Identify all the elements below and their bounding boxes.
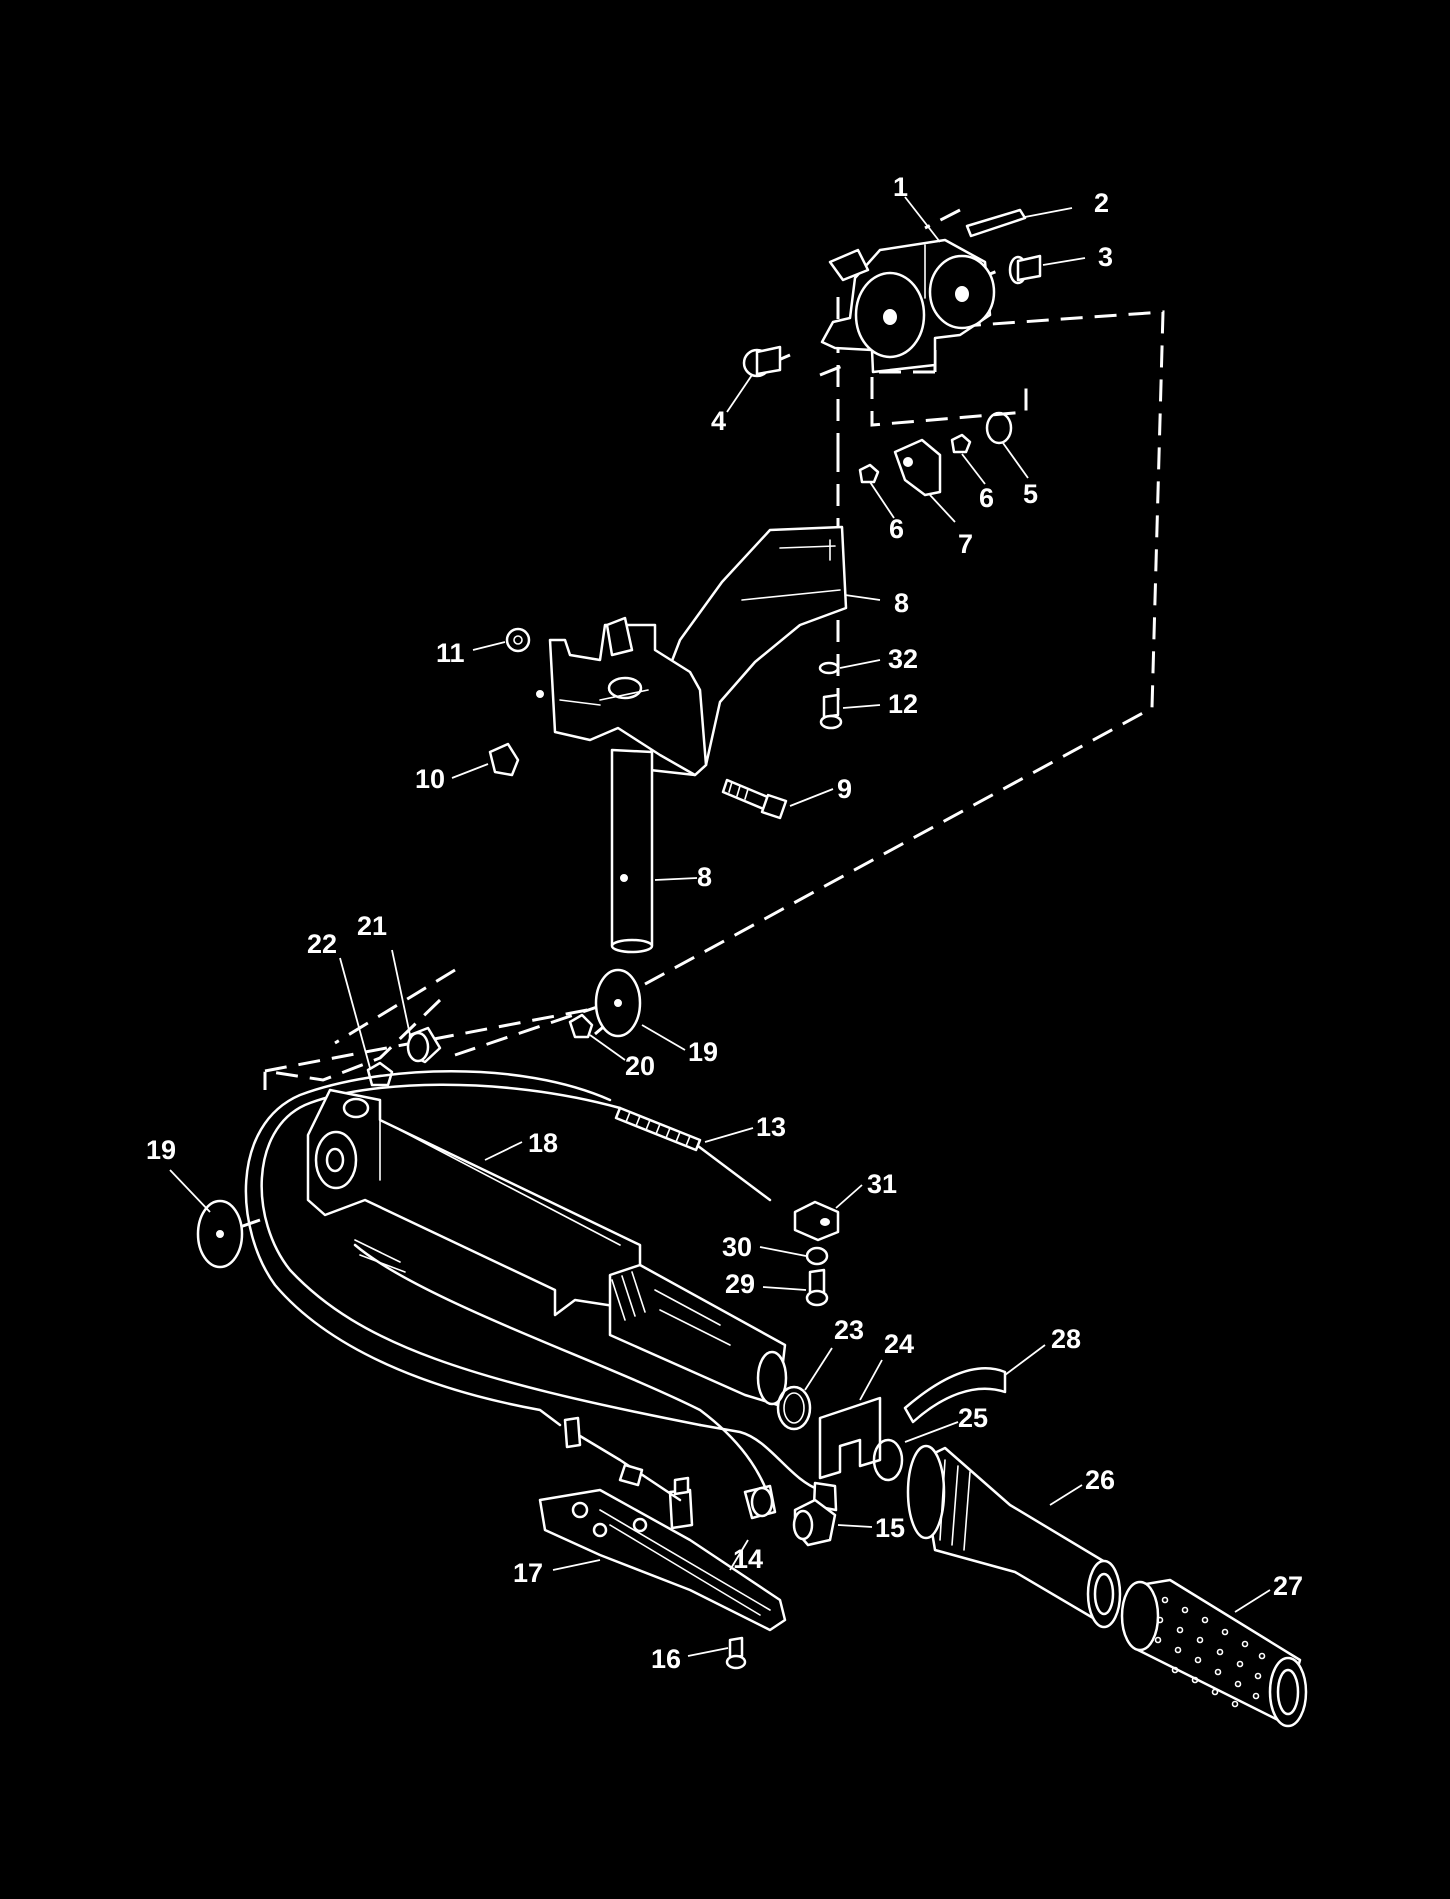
callout-2: 2 — [1094, 188, 1109, 218]
part-25-ring — [872, 1438, 904, 1482]
part-23-o-ring — [776, 1385, 812, 1431]
part-13-cable-spring — [614, 1106, 772, 1202]
callout-8-shaft: 8 — [697, 862, 712, 892]
callout-4: 4 — [711, 406, 726, 436]
part-30-nut — [805, 1246, 829, 1266]
part-3-bolt — [1008, 254, 1042, 285]
part-19-washer-upper — [594, 968, 642, 1038]
callout-30: 30 — [722, 1232, 752, 1262]
callout-28: 28 — [1051, 1324, 1081, 1354]
part-26-throttle-grip — [906, 1444, 1122, 1629]
callout-13: 13 — [756, 1112, 786, 1142]
callout-16: 16 — [651, 1644, 681, 1674]
part-20-nut — [568, 1013, 594, 1039]
part-16-screw — [725, 1636, 747, 1670]
part-2-pin — [965, 208, 1027, 238]
part-31-block — [793, 1200, 840, 1242]
part-7-lever — [893, 438, 942, 497]
callout-18: 18 — [528, 1128, 558, 1158]
callout-7: 7 — [958, 529, 973, 559]
callout-27: 27 — [1273, 1571, 1303, 1601]
callout-6-left: 6 — [889, 514, 904, 544]
callout-32: 32 — [888, 644, 918, 674]
callout-20: 20 — [625, 1051, 655, 1081]
callout-3: 3 — [1098, 242, 1113, 272]
part-6-nut-left — [858, 463, 880, 484]
callout-24: 24 — [884, 1329, 914, 1359]
part-12-bolt — [819, 693, 843, 730]
part-14-wire-harness — [353, 1239, 777, 1520]
part-5-ring — [985, 411, 1013, 445]
part-9-bolt — [721, 778, 788, 820]
callout-labels: 1 2 3 4 5 6 6 7 8 32 11 12 10 9 8 22 21 … — [146, 172, 1303, 1674]
part-17-link-assembly — [538, 1416, 787, 1632]
callout-15: 15 — [875, 1513, 905, 1543]
callout-22: 22 — [307, 929, 337, 959]
callout-5: 5 — [1023, 479, 1038, 509]
callout-25: 25 — [958, 1403, 988, 1433]
callout-29: 29 — [725, 1269, 755, 1299]
callout-11: 11 — [436, 638, 465, 668]
tiller-bracket-housing — [536, 616, 708, 777]
callout-14: 14 — [733, 1544, 763, 1574]
leader-lines — [169, 196, 1271, 1657]
callout-9: 9 — [837, 774, 852, 804]
part-11-nut — [505, 627, 531, 653]
callout-19-left: 19 — [146, 1135, 176, 1165]
part-32-washer — [818, 661, 840, 675]
part-10-clip — [488, 742, 520, 777]
callout-23: 23 — [834, 1315, 864, 1345]
callout-21: 21 — [357, 911, 387, 941]
callout-10: 10 — [415, 764, 445, 794]
callout-6-right: 6 — [979, 483, 994, 513]
part-28-shell — [903, 1367, 1007, 1424]
part-6-nut-right — [950, 433, 972, 454]
callout-1: 1 — [893, 172, 908, 202]
callout-8-arm: 8 — [894, 588, 909, 618]
callout-12: 12 — [888, 689, 918, 719]
part-24-clip — [818, 1396, 882, 1480]
part-8-shaft — [610, 748, 654, 954]
part-22-nut — [366, 1061, 394, 1087]
part-21-bushing — [406, 1026, 442, 1064]
callout-19-upper: 19 — [688, 1037, 718, 1067]
part-4-screw — [742, 345, 782, 378]
callout-17: 17 — [513, 1558, 543, 1588]
callout-26: 26 — [1085, 1465, 1115, 1495]
part-1-swivel-bracket — [820, 238, 996, 374]
part-29-bolt — [805, 1268, 829, 1307]
part-18-tiller-arm — [306, 1088, 788, 1407]
part-15-cap — [792, 1498, 837, 1547]
callout-31: 31 — [867, 1169, 897, 1199]
part-19-washer-left — [196, 1199, 244, 1269]
part-27-grip-sleeve — [1120, 1578, 1308, 1728]
